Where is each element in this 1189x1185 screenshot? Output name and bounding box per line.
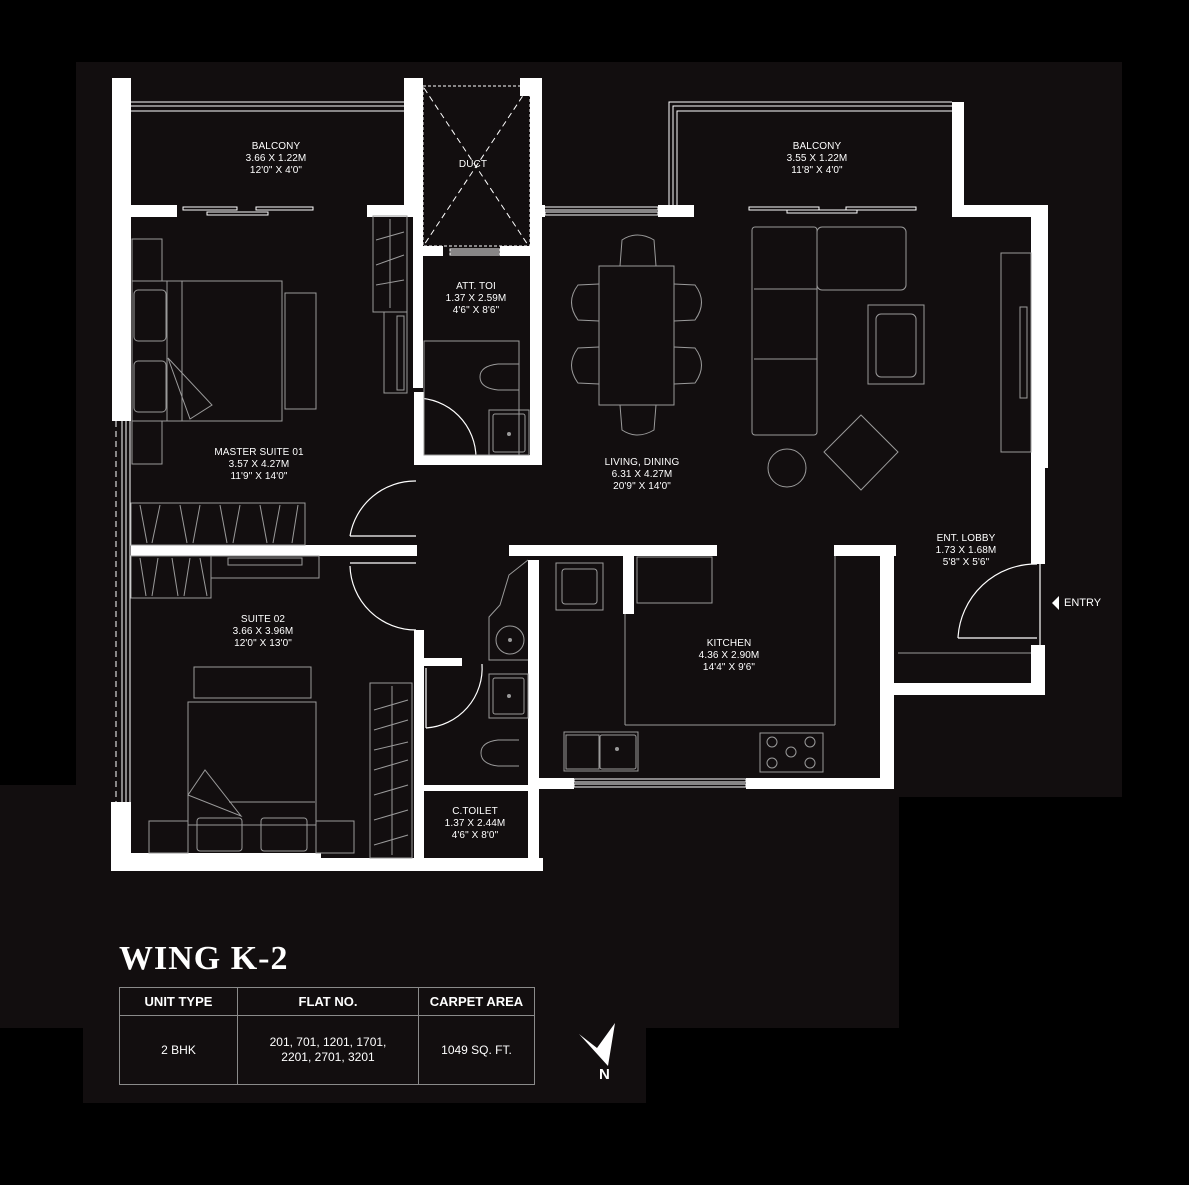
header-carpet-area: CARPET AREA — [418, 987, 535, 1016]
cell-carpet-area: 1049 SQ. FT. — [418, 1015, 535, 1085]
windows — [115, 101, 952, 869]
unit-table: UNIT TYPE FLAT NO. CARPET AREA 2 BHK 201… — [119, 987, 535, 1085]
entry-arrow-icon — [1052, 596, 1059, 610]
duct-cross — [422, 85, 531, 247]
entry-marker: ENTRY — [1052, 596, 1101, 610]
room-label-duct: DUCT — [458, 159, 488, 170]
cell-unit-type: 2 BHK — [119, 1015, 238, 1085]
header-unit-type: UNIT TYPE — [119, 987, 238, 1016]
north-label: N — [599, 1066, 610, 1083]
entry-label: ENTRY — [1064, 597, 1102, 609]
doors — [349, 397, 1041, 729]
wing-title: WING K-2 — [119, 940, 289, 977]
flat-no-line-1: 201, 701, 1201, 1701, — [269, 1035, 387, 1049]
table-row: 2 BHK 201, 701, 1201, 1701, 2201, 2701, … — [119, 1015, 535, 1085]
furniture — [130, 215, 1032, 859]
plan-panel — [76, 62, 1122, 797]
cell-flat-no: 201, 701, 1201, 1701, 2201, 2701, 3201 — [237, 1015, 419, 1085]
header-flat-no: FLAT NO. — [237, 987, 419, 1016]
walls — [111, 78, 1048, 871]
north-arrow-icon — [579, 1023, 615, 1066]
table-header-row: UNIT TYPE FLAT NO. CARPET AREA — [119, 987, 535, 1016]
flat-no-line-2: 2201, 2701, 3201 — [281, 1050, 375, 1064]
